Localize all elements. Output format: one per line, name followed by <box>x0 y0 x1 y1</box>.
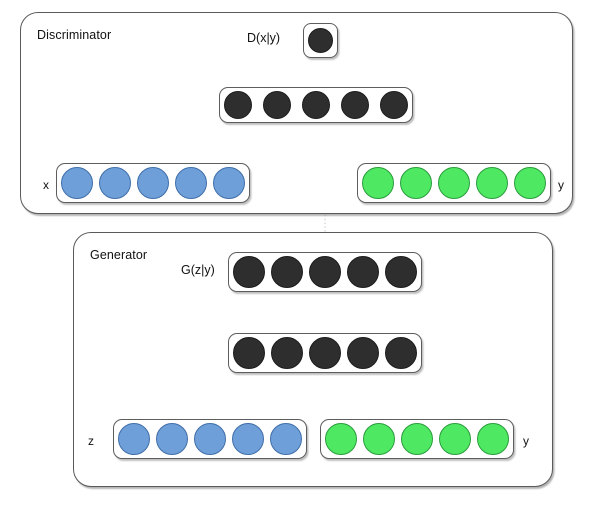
discriminator-input-y-node[interactable] <box>400 167 432 199</box>
generator-hidden-node[interactable] <box>271 337 303 369</box>
discriminator-hidden-node[interactable] <box>224 91 252 119</box>
discriminator-input-x-node[interactable] <box>99 167 131 199</box>
generator-input-z-group[interactable] <box>113 419 307 459</box>
generator-hidden-node[interactable] <box>347 337 379 369</box>
discriminator-output-label: D(x|y) <box>247 31 281 45</box>
discriminator-input-x-node[interactable] <box>213 167 245 199</box>
generator-input-y-node[interactable] <box>401 423 433 455</box>
discriminator-input-y-node[interactable] <box>438 167 470 199</box>
discriminator-input-y-node[interactable] <box>362 167 394 199</box>
discriminator-input-x-node[interactable] <box>61 167 93 199</box>
generator-hidden-layer[interactable] <box>228 333 422 373</box>
discriminator-input-y-node[interactable] <box>476 167 508 199</box>
generator-input-z-node[interactable] <box>232 423 264 455</box>
generator-input-y-group[interactable] <box>320 419 514 459</box>
discriminator-input-y-group[interactable] <box>357 163 551 203</box>
generator-output-node[interactable] <box>271 256 303 288</box>
generator-input-z-node[interactable] <box>270 423 302 455</box>
discriminator-output-node-box[interactable] <box>303 23 338 58</box>
generator-input-y-node[interactable] <box>325 423 357 455</box>
generator-input-z-node[interactable] <box>156 423 188 455</box>
generator-input-y-node[interactable] <box>439 423 471 455</box>
generator-output-node[interactable] <box>385 256 417 288</box>
generator-input-y-node[interactable] <box>477 423 509 455</box>
generator-input-y-node[interactable] <box>363 423 395 455</box>
generator-input-z-node[interactable] <box>194 423 226 455</box>
discriminator-hidden-node[interactable] <box>341 91 369 119</box>
generator-panel-title: Generator <box>90 248 148 262</box>
discriminator-hidden-node[interactable] <box>263 91 291 119</box>
generator-output-label: G(z|y) <box>181 263 215 277</box>
discriminator-input-y-label: y <box>558 178 564 192</box>
generator-output-node[interactable] <box>347 256 379 288</box>
generator-hidden-node[interactable] <box>385 337 417 369</box>
generator-input-z-label: z <box>88 434 94 448</box>
discriminator-input-x-node[interactable] <box>175 167 207 199</box>
discriminator-output-node[interactable] <box>308 28 333 53</box>
generator-input-y-label: y <box>523 434 529 448</box>
generator-hidden-node[interactable] <box>233 337 265 369</box>
discriminator-hidden-layer[interactable] <box>219 87 413 123</box>
discriminator-input-x-group[interactable] <box>56 163 250 203</box>
discriminator-hidden-node[interactable] <box>302 91 330 119</box>
generator-hidden-node[interactable] <box>309 337 341 369</box>
generator-output-node[interactable] <box>233 256 265 288</box>
discriminator-panel-title: Discriminator <box>37 28 112 42</box>
discriminator-input-y-node[interactable] <box>514 167 546 199</box>
generator-output-node[interactable] <box>309 256 341 288</box>
discriminator-hidden-node[interactable] <box>380 91 408 119</box>
generator-output-layer[interactable] <box>228 252 422 292</box>
discriminator-input-x-node[interactable] <box>137 167 169 199</box>
generator-input-z-node[interactable] <box>118 423 150 455</box>
discriminator-input-x-label: x <box>43 178 49 192</box>
